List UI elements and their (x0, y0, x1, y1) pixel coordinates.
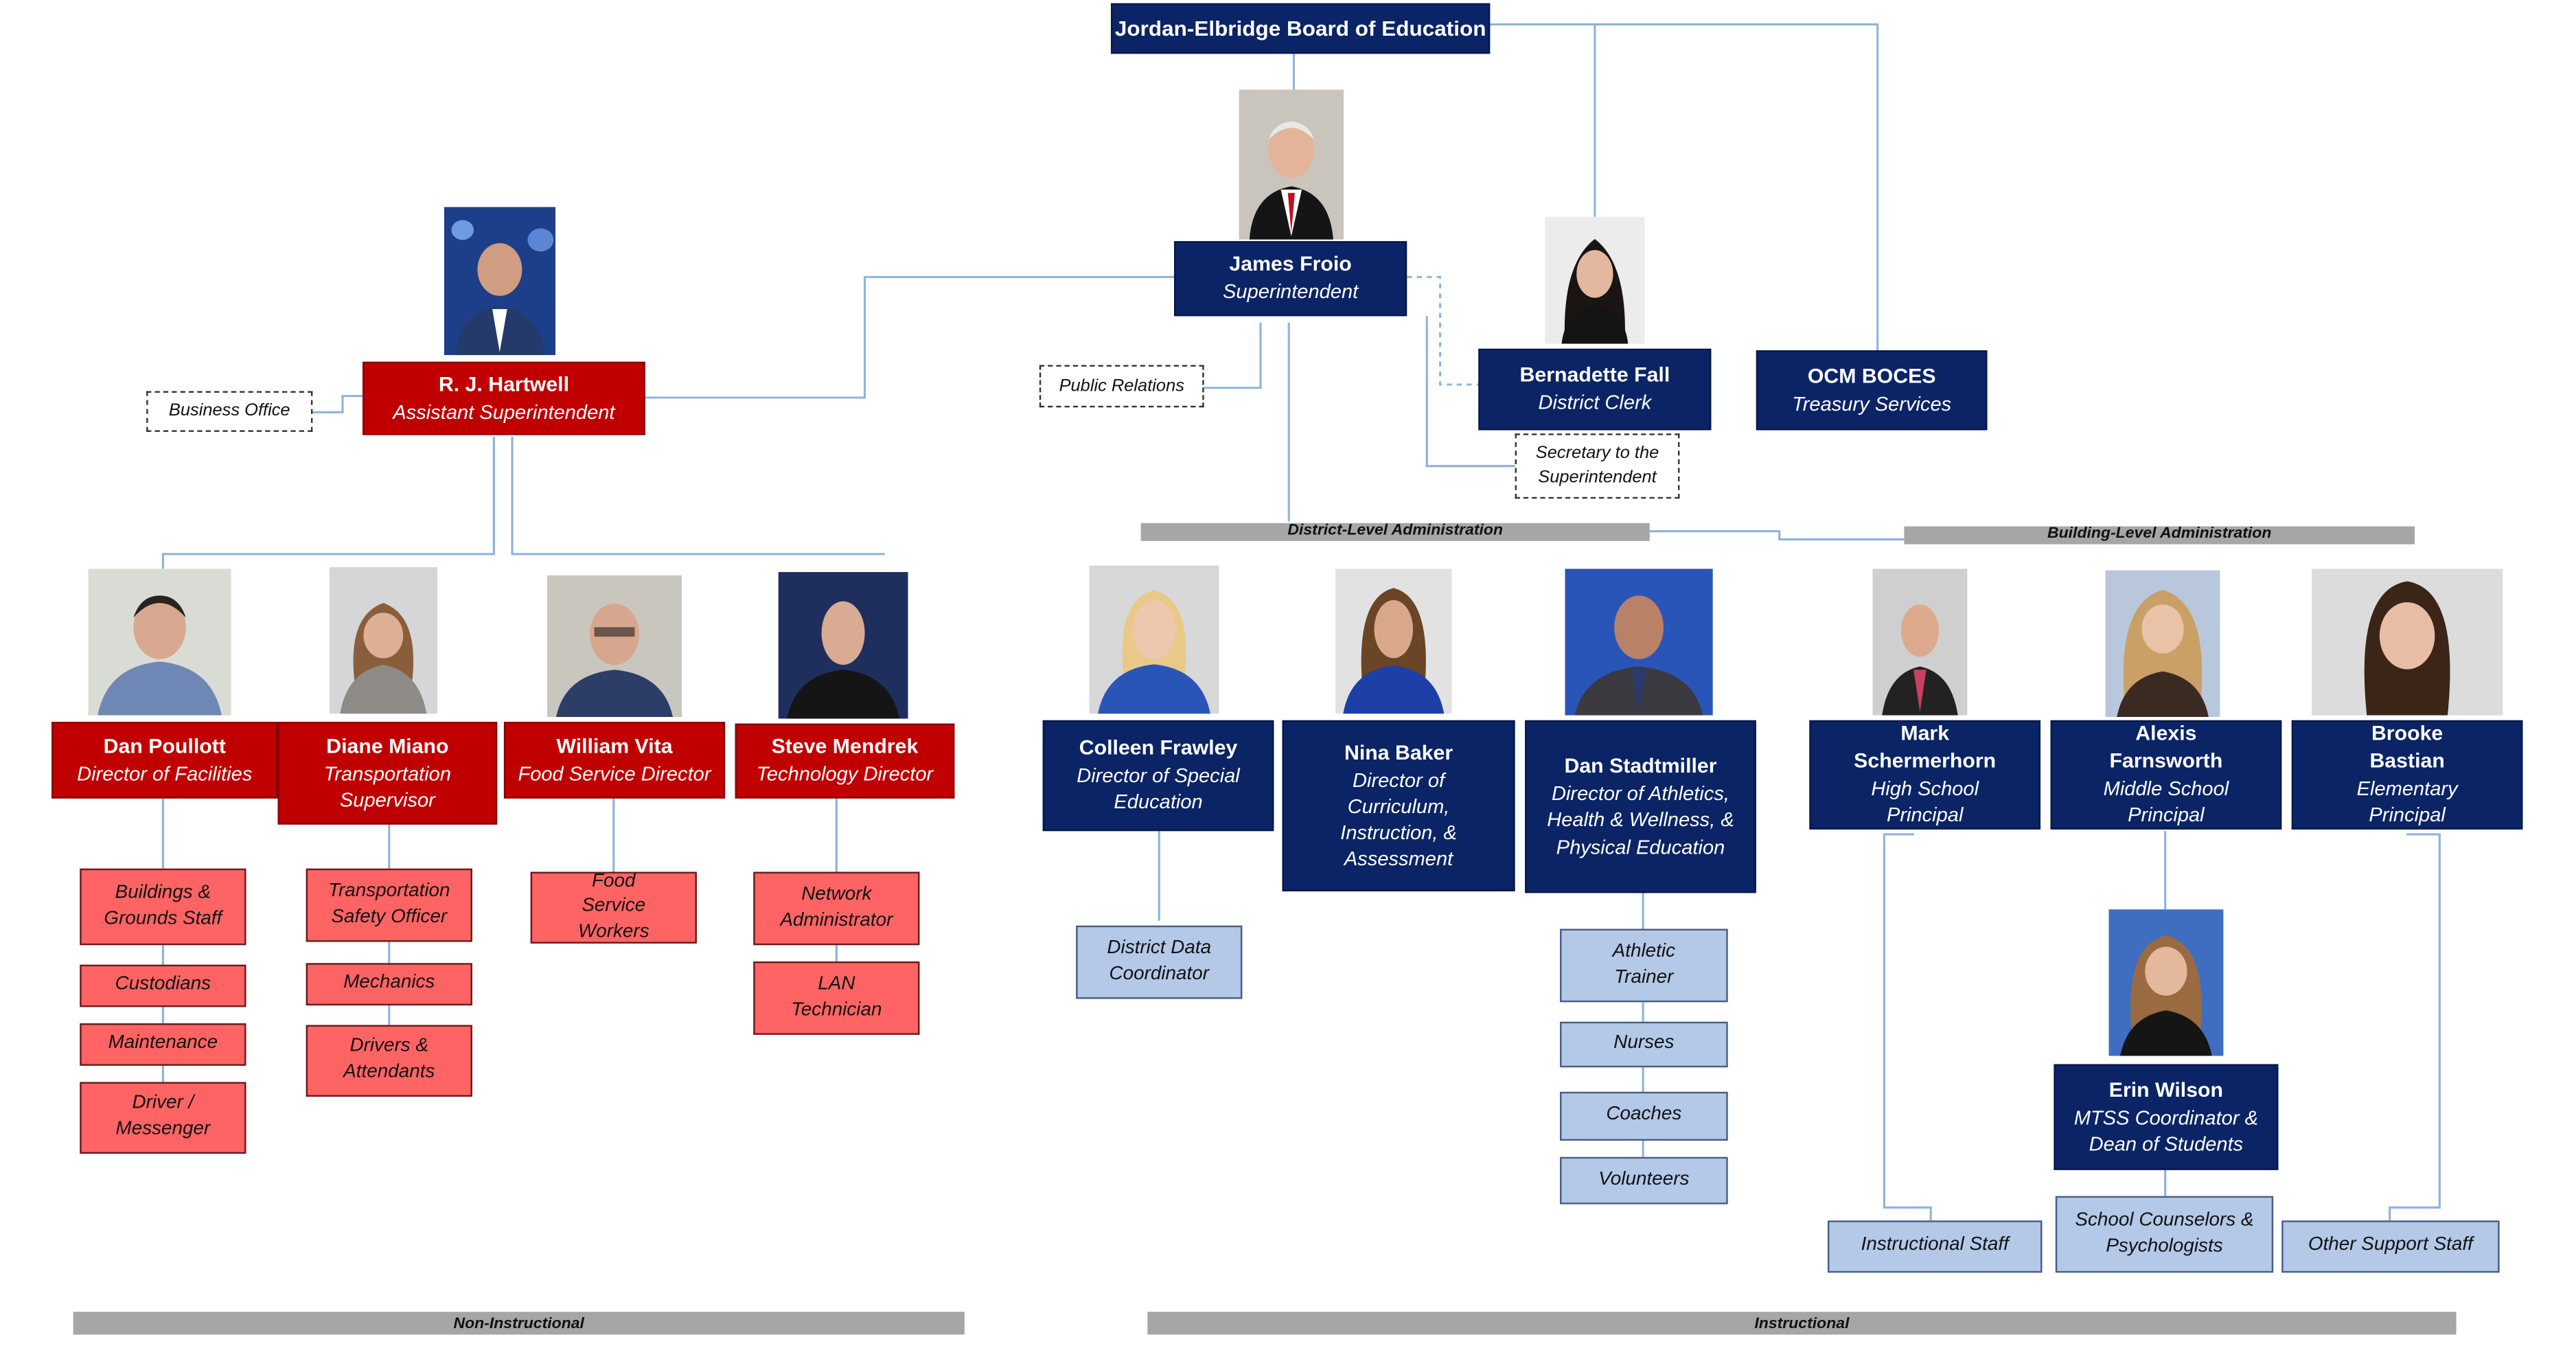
staff-box: Mechanics (306, 963, 472, 1006)
staff-box: Custodians (80, 964, 246, 1007)
role: Director of Facilities (77, 762, 253, 786)
principal-bastian-box: Brooke Bastian Elementary Principal (2291, 720, 2523, 830)
staff-box: Drivers & Attendants (306, 1025, 472, 1097)
role: High School Principal (1871, 777, 1979, 827)
staff-box: Athletic Trainer (1560, 928, 1728, 1003)
role: MTSS Coordinator & Dean of Students (2073, 1106, 2259, 1156)
frawley-photo (1089, 565, 1219, 714)
staff-box: Nurses (1560, 1021, 1728, 1068)
staff-box: District Data Coordinator (1076, 925, 1243, 999)
role: Transportation Supervisor (323, 762, 451, 812)
director-poullott-box: Dan Poullott Director of Facilities (51, 722, 278, 799)
miano-photo (329, 567, 438, 714)
name: Colleen Frawley (1079, 737, 1238, 760)
staff-box: Food Service Workers (530, 871, 697, 944)
role: Director of Curriculum, Instruction, & A… (1340, 768, 1457, 871)
building-level-bar: Building-Level Administration (1904, 525, 2415, 545)
staff-box: Instructional Staff (1827, 1220, 2043, 1273)
name: Mark Schermerhorn (1854, 722, 1997, 773)
poullott-photo (88, 569, 231, 716)
name: Erin Wilson (2108, 1078, 2224, 1102)
director-miano-box: Diane Miano Transportation Supervisor (277, 722, 498, 825)
non-instructional-bar: Non-Instructional (73, 1312, 965, 1335)
director-vita-box: William Vita Food Service Director (503, 722, 726, 799)
name: Steve Mendrek (771, 735, 919, 759)
principal-schermerhorn-box: Mark Schermerhorn High School Principal (1809, 720, 2041, 830)
staff-box: Driver / Messenger (80, 1082, 246, 1154)
instructional-bar: Instructional (1147, 1312, 2457, 1335)
role: Treasury Services (1792, 392, 1952, 415)
name: Diane Miano (326, 734, 449, 758)
role: Assistant Superintendent (393, 400, 615, 424)
staff-box: Other Support Staff (2281, 1220, 2500, 1273)
role: District Clerk (1538, 391, 1652, 415)
stadtmiller-photo (1565, 569, 1713, 716)
name: R. J. Hartwell (438, 373, 569, 396)
business-office-box: Business Office (146, 391, 313, 432)
staff-box: Coaches (1560, 1091, 1728, 1141)
role: Director of Special Education (1077, 764, 1240, 814)
name: Bernadette Fall (1519, 364, 1670, 387)
staff-box: Volunteers (1560, 1156, 1728, 1205)
assistant-box: R. J. Hartwell Assistant Superintendent (363, 361, 645, 435)
name: Alexis Farnsworth (2109, 722, 2223, 773)
bastian-photo (2311, 569, 2503, 716)
role: Middle School Principal (2103, 777, 2229, 827)
role: Superintendent (1223, 280, 1359, 304)
district-level-bar: District-Level Administration (1140, 523, 1650, 541)
superintendent-photo (1239, 89, 1344, 240)
name: Nina Baker (1344, 740, 1453, 764)
role: Technology Director (756, 763, 934, 786)
public-relations-box: Public Relations (1039, 365, 1204, 408)
mtss-coordinator-box: Erin Wilson MTSS Coordinator & Dean of S… (2054, 1064, 2279, 1170)
role: Elementary Principal (2356, 777, 2458, 827)
superintendent-box: James Froio Superintendent (1174, 241, 1407, 317)
name: William Vita (556, 735, 673, 758)
clerk-box: Bernadette Fall District Clerk (1478, 348, 1712, 431)
mendrek-photo (778, 571, 908, 719)
name: Brooke Bastian (2369, 722, 2445, 773)
director-mendrek-box: Steve Mendrek Technology Director (735, 723, 955, 799)
boces-box: OCM BOCES Treasury Services (1756, 350, 1988, 431)
secretary-box: Secretary to the Superintendent (1515, 433, 1680, 499)
farnsworth-photo (2105, 570, 2220, 718)
board-title: Jordan-Elbridge Board of Education (1111, 3, 1491, 54)
vita-photo (547, 575, 682, 718)
schermerhorn-photo (1872, 569, 1968, 716)
staff-box: LAN Technician (753, 961, 920, 1035)
assistant-photo (444, 207, 556, 356)
staff-box: Buildings & Grounds Staff (80, 868, 246, 946)
role: Food Service Director (518, 762, 711, 786)
name: OCM BOCES (1807, 365, 1936, 388)
name: Dan Stadtmiller (1564, 755, 1717, 778)
name: James Froio (1229, 253, 1352, 277)
clerk-photo (1545, 216, 1645, 344)
director-frawley-box: Colleen Frawley Director of Special Educ… (1042, 720, 1274, 832)
staff-box: Maintenance (80, 1023, 246, 1066)
role: Director of Athletics, Health & Wellness… (1547, 782, 1734, 858)
name: Dan Poullott (103, 735, 226, 758)
wilson-photo (2108, 909, 2224, 1056)
staff-box: School Counselors & Psychologists (2055, 1196, 2274, 1273)
principal-farnsworth-box: Alexis Farnsworth Middle School Principa… (2050, 720, 2282, 830)
director-baker-box: Nina Baker Director of Curriculum, Instr… (1282, 720, 1515, 891)
director-stadtmiller-box: Dan Stadtmiller Director of Athletics, H… (1525, 720, 1756, 893)
staff-box: Network Administrator (753, 871, 920, 946)
staff-box: Transportation Safety Officer (306, 868, 472, 942)
baker-photo (1335, 569, 1452, 714)
